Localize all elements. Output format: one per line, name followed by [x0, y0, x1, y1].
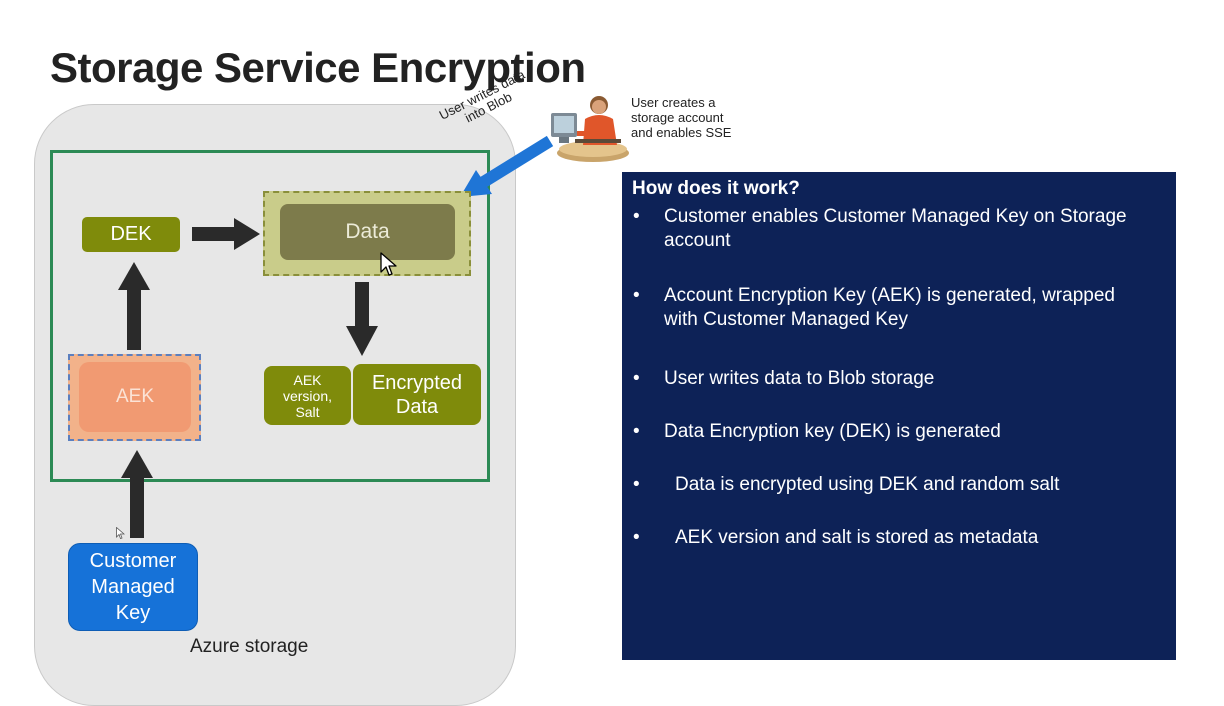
person-at-computer-icon [551, 96, 629, 162]
bullet-dot: • [633, 474, 640, 495]
slide-title: Storage Service Encryption [50, 44, 586, 91]
how-it-works-heading: How does it work? [632, 178, 800, 199]
annotation-line: storage account [631, 110, 724, 125]
user-creates-annotation: User creates a storage account and enabl… [631, 95, 751, 140]
arrow-dek-to-data [192, 218, 260, 250]
mouse-cursor-icon [380, 252, 397, 276]
arrow-data-to-encrypted [346, 282, 378, 356]
arrow-user-to-data [460, 135, 554, 197]
annotation-line: User creates a [631, 95, 716, 110]
bullet-dot: • [633, 285, 640, 306]
meta-line: AEK [293, 371, 322, 388]
data-box: Data [280, 204, 455, 260]
meta-line: Salt [295, 403, 320, 420]
how-it-works-panel [622, 172, 1176, 660]
bullet-dot: • [633, 421, 640, 442]
cmk-line: Key [115, 602, 151, 624]
bullet-dot: • [633, 206, 640, 227]
mouse-cursor-icon [116, 527, 125, 540]
encrypted-data-box: Encrypted Data [353, 364, 481, 425]
bullet-text: Customer enables Customer Managed Key on… [664, 206, 1127, 251]
encrypted-line: Encrypted [371, 371, 463, 394]
meta-line: version, [282, 387, 333, 404]
encrypted-line: Data [395, 395, 439, 418]
storage-account-frame [50, 150, 490, 482]
azure-storage-label: Azure storage [190, 636, 309, 657]
bullet-text: User writes data to Blob storage [664, 368, 935, 389]
cmk-line: Customer [89, 550, 177, 572]
arrow-aek-to-dek [118, 262, 150, 350]
bullet-dot: • [633, 368, 640, 389]
bullet-dot: • [633, 527, 640, 548]
bullet-text: Data Encryption key (DEK) is generated [664, 421, 1001, 442]
bullet-text: Data is encrypted using DEK and random s… [675, 474, 1060, 495]
bullet-text: AEK version and salt is stored as metada… [675, 527, 1039, 548]
dek-box: DEK [82, 217, 180, 252]
diagram-arrows [118, 135, 554, 538]
customer-managed-key-box: Customer Managed Key [68, 543, 198, 631]
arrow-cmk-to-aek [121, 450, 153, 538]
aek-version-salt-box: AEK version, Salt [264, 366, 351, 425]
annotation-line: and enables SSE [631, 125, 732, 140]
aek-box: AEK [79, 362, 191, 432]
cmk-line: Managed [91, 576, 175, 598]
bullet-text: Account Encryption Key (AEK) is generate… [664, 285, 1115, 330]
